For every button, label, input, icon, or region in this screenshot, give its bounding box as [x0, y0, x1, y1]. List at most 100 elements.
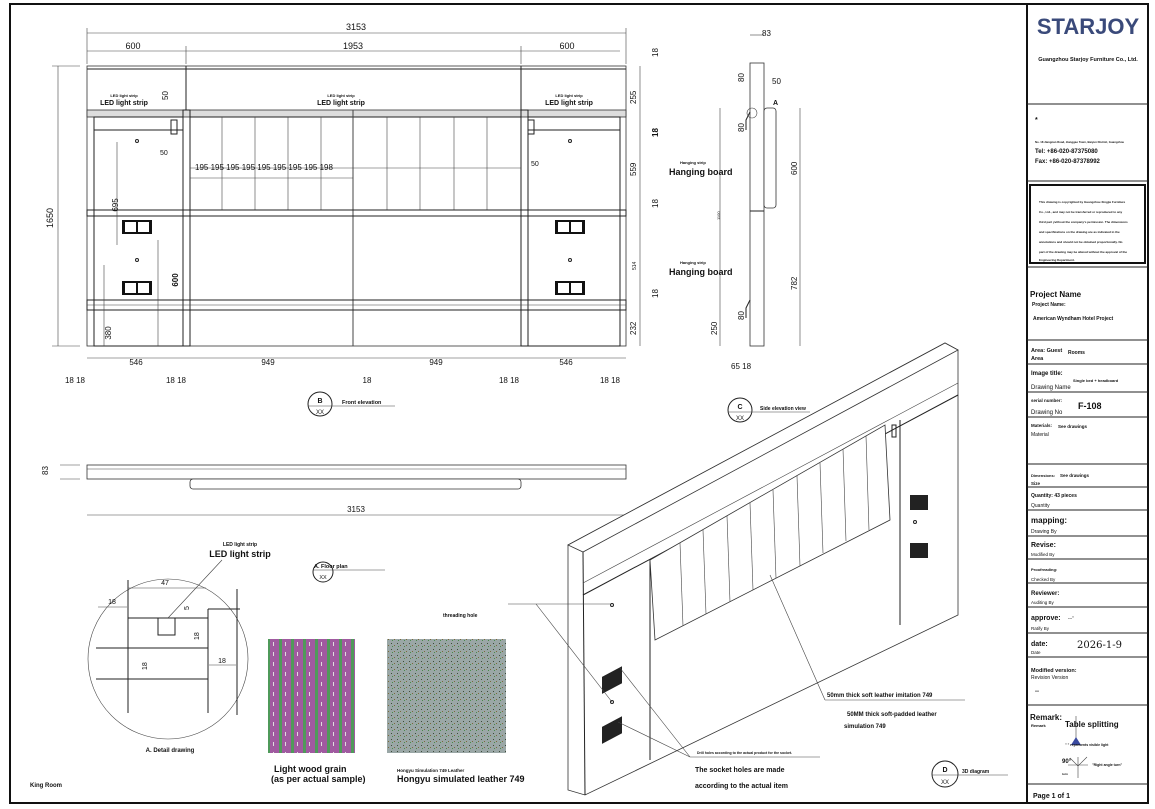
svg-text:1100: 1100 — [716, 211, 721, 220]
threading-hole-label: threading hole — [443, 613, 478, 619]
area-label: Area: Guest — [1031, 348, 1062, 354]
image-title-value: Single bed + headboard — [1073, 378, 1119, 383]
hanging-label-small: Hanging strip — [680, 260, 706, 265]
svg-text:and specifications on the draw: and specifications on the drawing are as… — [1039, 230, 1120, 234]
svg-text:Engineering Department.: Engineering Department. — [1039, 258, 1075, 262]
dim-socket: 600 — [171, 273, 180, 287]
company-logo: STARJOY — [1037, 14, 1140, 39]
dim-height: 1650 — [45, 208, 55, 228]
materials-sub: Material — [1031, 432, 1049, 438]
3d-socket-icon — [910, 543, 928, 558]
3d-socket-icon — [602, 666, 622, 694]
revise-label: Revise: — [1031, 542, 1056, 549]
svg-text:949: 949 — [261, 358, 275, 367]
svg-text:50: 50 — [772, 77, 781, 86]
svg-text:XX: XX — [736, 416, 744, 422]
svg-text:18: 18 — [651, 199, 660, 208]
mapping-sub: Drawing By — [1031, 529, 1057, 535]
led-label: LED light strip — [545, 100, 593, 107]
company-fax: Fax: +86-020-87378992 — [1035, 159, 1101, 165]
dim-overall-width: 3153 — [346, 22, 366, 32]
svg-text:Co., Ltd., and may not be tran: Co., Ltd., and may not be transferred or… — [1039, 210, 1123, 214]
svg-text:250: 250 — [710, 321, 719, 335]
quantity-sub: Quantity — [1031, 503, 1050, 509]
3d-diagram: threading hole 50mm thick soft leather i… — [443, 342, 1008, 796]
serial-value: F-108 — [1078, 401, 1102, 411]
modified-version-label: Modified version: — [1031, 668, 1077, 674]
front-elevation: 3153 600 1953 600 LED light strip LED li… — [45, 22, 660, 417]
svg-text:600: 600 — [790, 161, 799, 175]
svg-text:Side elevation view: Side elevation view — [760, 406, 806, 412]
date-label: date: — [1031, 641, 1048, 648]
svg-text:18 18: 18 18 — [499, 376, 520, 385]
svg-text:546: 546 — [129, 358, 143, 367]
dim-50: 50 — [531, 161, 539, 168]
title-block: STARJOY Guangzhou Starjoy Furniture Co.,… — [1027, 14, 1148, 800]
svg-text:annotations and should not be: annotations and should not be obtained p… — [1039, 240, 1123, 244]
svg-text:18: 18 — [651, 289, 660, 298]
image-title-label: Image title: — [1031, 371, 1063, 377]
hanging-label: Hanging board — [669, 167, 733, 177]
dim-socket: 695 — [111, 198, 120, 212]
modified-version-value: -- — [1035, 689, 1039, 695]
socket-icon — [555, 220, 585, 234]
modified-version-sub: Revision Version — [1031, 675, 1068, 681]
callout-b: B XX Front elevation — [307, 391, 395, 417]
project-value: American Wyndham Hotel Project — [1033, 316, 1114, 322]
detail-drawing: LED light strip LED light strip 47 18 5 … — [87, 542, 271, 754]
proofreading-label: Proofreading: — [1031, 567, 1057, 572]
svg-text:546: 546 — [559, 358, 573, 367]
dim-side-depth: 83 — [762, 29, 771, 38]
svg-text:Front elevation: Front elevation — [342, 400, 382, 406]
approve-label: approve: — [1031, 615, 1061, 622]
led-label-small: LED light strip — [327, 93, 355, 98]
copyright-box — [1029, 184, 1146, 264]
socket-note-2: according to the actual item — [695, 783, 788, 790]
svg-text:5: 5 — [184, 606, 191, 610]
detail-led-small: LED light strip — [223, 542, 257, 548]
company-address: No. 18 Jiangnan Road, Jianggao Town, Bai… — [1035, 140, 1124, 144]
area-value: Rooms — [1068, 350, 1085, 356]
right-angle-symbol-icon — [1068, 756, 1088, 778]
dim-top: 600 — [559, 41, 574, 51]
remark-angle: 90° — [1062, 759, 1072, 765]
callout-c: C XX Side elevation view — [727, 397, 810, 423]
bottom-dims: 546 949 949 546 18 18 18 18 18 18 18 18 … — [65, 358, 621, 385]
approve-sub: Ratify By — [1031, 626, 1050, 631]
remark-right-angle-turn: "Right angle turn" — [1092, 763, 1122, 767]
svg-text:C: C — [737, 404, 742, 411]
leather-swatch — [387, 639, 506, 753]
remark-table-splitting: Table splitting — [1065, 720, 1119, 729]
3d-padded-headboard — [649, 424, 891, 641]
room-label: King Room — [30, 783, 62, 789]
svg-text:18 18: 18 18 — [166, 376, 187, 385]
switch-slot — [170, 119, 178, 135]
switch-slot — [527, 119, 535, 135]
svg-text:47: 47 — [161, 580, 169, 587]
3d-socket-icon — [602, 716, 622, 744]
remark-sub: Remark — [1031, 723, 1046, 728]
approve-value: ---" — [1068, 615, 1074, 620]
3d-socket-icon — [910, 495, 928, 510]
remark-visible-light: " " represents visible light — [1065, 743, 1109, 747]
project-label: Project Name: — [1032, 302, 1066, 308]
company-name: Guangzhou Starjoy Furniture Co., Ltd. — [1038, 57, 1138, 63]
date-value: 2026-1-9 — [1077, 640, 1122, 651]
svg-text:3D diagram: 3D diagram — [962, 769, 990, 775]
company-tel: Tel: +86-020-87375080 — [1035, 149, 1098, 155]
svg-text:18: 18 — [363, 376, 372, 385]
dim-50: 50 — [161, 91, 170, 100]
serial-sub: Drawing No — [1031, 410, 1063, 416]
led-label: LED light strip — [100, 100, 148, 107]
drill-note: Drill holes according to the actual prod… — [697, 751, 792, 755]
mapping-label: mapping: — [1031, 516, 1067, 525]
svg-text:80: 80 — [737, 123, 746, 132]
svg-text:80: 80 — [737, 73, 746, 82]
svg-text:third part yvithout the compan: third part yvithout the company's permis… — [1039, 220, 1128, 224]
detail-marker-a: A — [773, 100, 778, 107]
svg-text:D: D — [942, 767, 947, 774]
wood-label-sub: (as per actual sample) — [271, 774, 366, 784]
dimensions-label: Dimensions: — [1031, 473, 1055, 478]
side-dims: 80 50 80 600 1100 80 782 250 65 18 — [710, 73, 799, 371]
